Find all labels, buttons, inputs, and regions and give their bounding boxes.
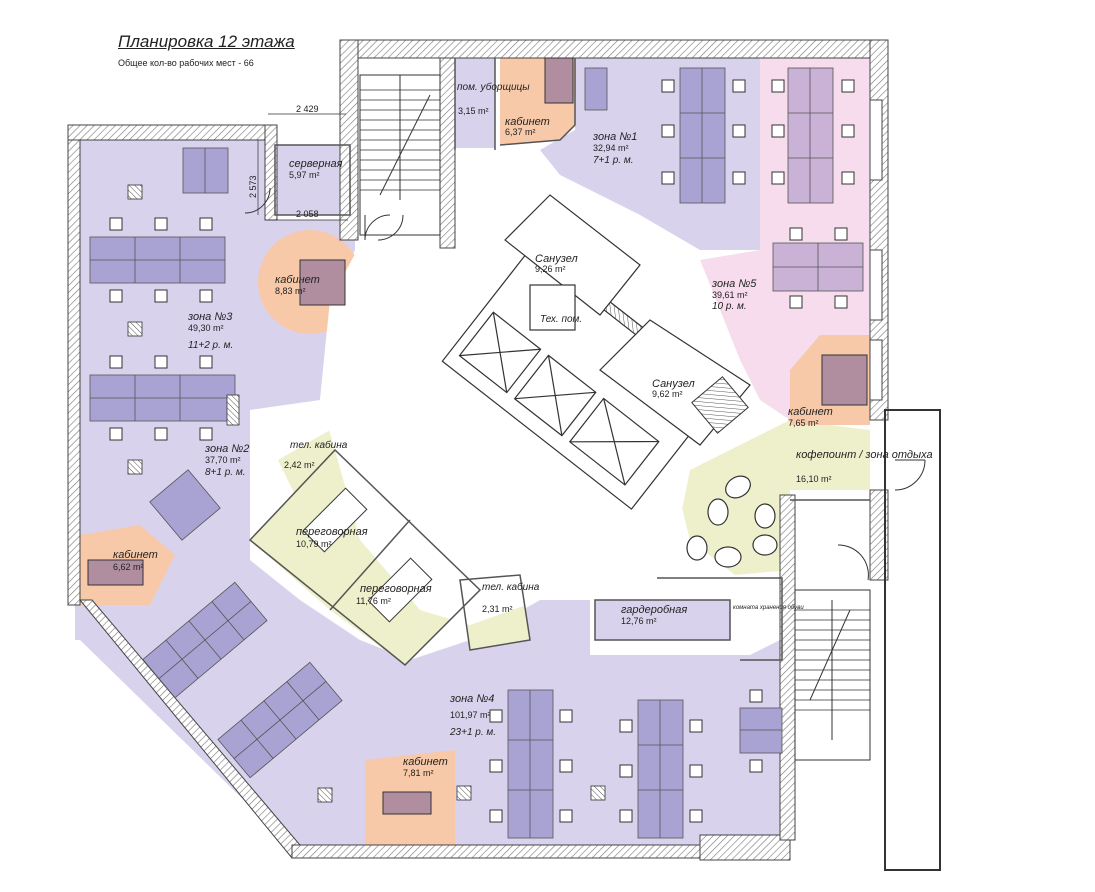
room-name: переговорная [296, 526, 368, 538]
wall-bottom [291, 844, 713, 859]
room-name: пом. уборщицы [457, 81, 530, 93]
room-area: 5,97 m² [289, 170, 320, 180]
room-area: 2,42 m² [284, 460, 315, 470]
dimension-label: 2 058 [296, 209, 319, 219]
zone-name: зона №4 [449, 693, 494, 705]
zone-area: 49,30 m² [188, 323, 224, 333]
room-area: 9,26 m² [535, 264, 566, 274]
zone-seats: 10 р. м. [712, 301, 747, 312]
zone-seats: 23+1 р. м. [449, 727, 496, 738]
stair-east [794, 589, 871, 761]
zone-seats: 8+1 р. м. [205, 467, 246, 478]
columns [127, 184, 606, 803]
room-name: кабинет [113, 549, 158, 561]
wall-left [67, 124, 81, 606]
zone-area: 101,97 m² [450, 710, 491, 720]
room-name: кабинет [403, 756, 448, 768]
room-area: 12,76 m² [621, 616, 657, 626]
room-name: переговорная [360, 583, 432, 595]
office-desks [87, 57, 868, 815]
room-area: 2,31 m² [482, 604, 513, 614]
wall-right-lower [869, 489, 889, 581]
room-area: 6,62 m² [113, 562, 144, 572]
zone-name: зона №5 [711, 278, 757, 290]
window-bays [869, 99, 941, 871]
wc-north [504, 194, 641, 331]
phone1-fill [278, 430, 340, 495]
zone-seats: 7+1 р. м. [593, 155, 634, 166]
room-name: Санузел [652, 378, 695, 390]
room-area: 7,65 m² [788, 418, 819, 428]
room-area: 6,37 m² [505, 127, 536, 137]
zone-name: зона №1 [592, 131, 637, 143]
chairs [109, 79, 855, 823]
room-name: серверная [289, 158, 343, 170]
room-area: 11,76 m² [356, 596, 391, 606]
zone-seats: 11+2 р. м. [188, 340, 233, 351]
room-name: гардеробная [621, 604, 687, 616]
room-name: кабинет [788, 406, 833, 418]
outer-walls [67, 39, 889, 861]
dimension-lines [257, 113, 348, 221]
dimension-label: 2 573 [248, 175, 258, 198]
room-area: 10,79 m² [296, 539, 332, 549]
plan-title: Планировка 12 этажа [118, 32, 295, 51]
server-fill [275, 145, 350, 215]
room-name: кофепоинт / зона отдыха [796, 449, 933, 461]
meeting-table [302, 487, 433, 623]
room-area: 3,15 m² [458, 106, 489, 116]
zone-name: зона №3 [187, 311, 233, 323]
room-name: Санузел [535, 253, 578, 265]
lounge-chairs [686, 475, 778, 568]
zone-name: зона №2 [204, 443, 249, 455]
room-area: 16,10 m² [796, 474, 832, 484]
room-area: 7,81 m² [403, 768, 434, 778]
plan-subtitle: Общее кол-во рабочих мест - 66 [118, 58, 254, 68]
doors [244, 187, 926, 581]
coffee-fill [680, 420, 870, 575]
dimension-label: 2 429 [296, 104, 319, 114]
wall-se [699, 834, 791, 861]
zone-area: 37,70 m² [205, 455, 241, 465]
cleaning-fill [455, 58, 495, 148]
labels[interactable]: 2 429 2 573 2 058 пом. уборщицы 3,15 m² … [113, 81, 933, 778]
room-name: Тех. пом. [540, 314, 582, 325]
room-name: кабинет [505, 116, 550, 128]
wall-stair-right [439, 57, 456, 249]
partitions [248, 58, 870, 667]
room-name: тел. кабина [290, 439, 348, 451]
room-name: тел. кабина [482, 581, 540, 593]
zone-area: 32,94 m² [593, 143, 629, 153]
room-area: 9,62 m² [652, 389, 683, 399]
desks [89, 67, 864, 839]
stair-north [359, 74, 441, 236]
small-stair [691, 376, 749, 434]
wall-east-stair [779, 494, 796, 841]
room-name: кабинет [275, 274, 320, 286]
room-area: 8,83 m² [275, 286, 306, 296]
wardrobe-fill [595, 600, 730, 640]
wall-stair-top [339, 39, 359, 241]
wall-top [339, 39, 886, 59]
zone-area: 39,61 m² [712, 290, 748, 300]
room-name: комната хранения обуви [733, 605, 804, 611]
wall-nw [67, 124, 269, 141]
